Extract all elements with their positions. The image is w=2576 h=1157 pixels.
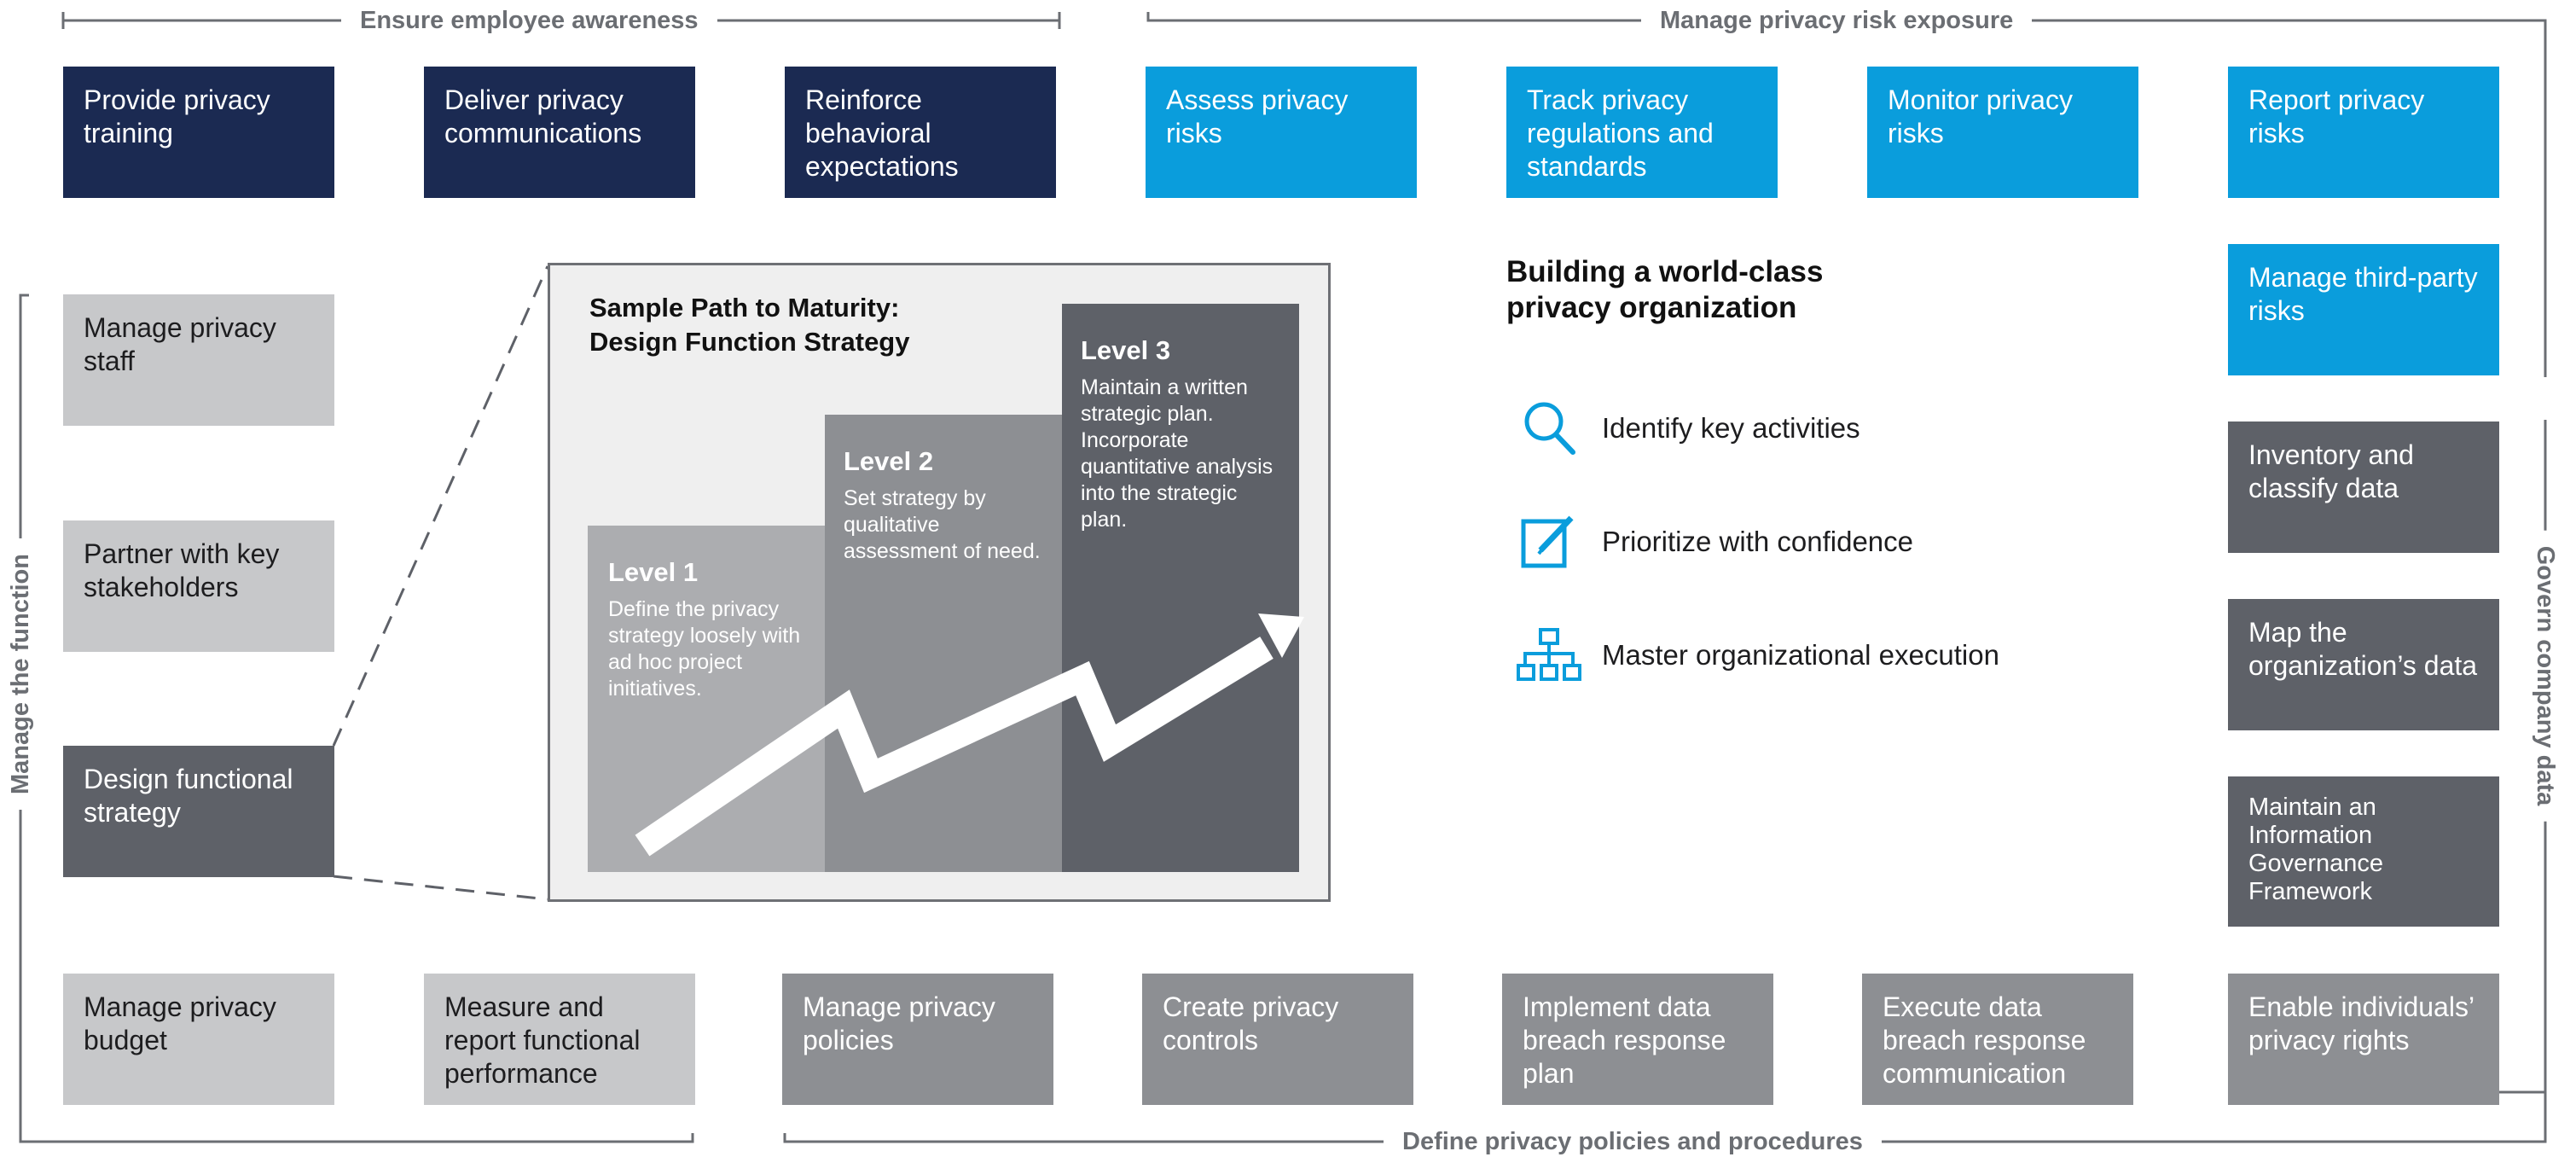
box-execute-breach-communication: Execute data breach response communicati… [1862, 974, 2133, 1105]
box-map-organization-data: Map the organization’s data [2228, 599, 2499, 730]
box-inventory-classify-data: Inventory and classify data [2228, 422, 2499, 553]
box-design-functional-strategy: Design functional strategy [63, 746, 334, 877]
world-class-title: Building a world-class privacy organizat… [1506, 255, 1824, 324]
org-chart-icon [1515, 621, 1583, 689]
box-manage-third-party-risks: Manage third-party risks [2228, 244, 2499, 375]
box-partner-key-stakeholders: Partner with key stakeholders [63, 520, 334, 652]
section-manage-function: Manage the function [5, 538, 36, 810]
box-enable-privacy-rights: Enable individuals’ privacy rights [2228, 974, 2499, 1105]
feature-identify: Identify key activities [1515, 394, 1860, 462]
box-create-privacy-controls: Create privacy controls [1142, 974, 1413, 1105]
level-2-description: Set strategy by qualitative assessment o… [844, 486, 1041, 563]
level-3-label: Level 3 [1081, 335, 1171, 365]
box-measure-report-performance: Measure and report functional performanc… [424, 974, 695, 1105]
magnifier-icon [1515, 394, 1583, 462]
box-report-privacy-risks: Report privacy risks [2228, 67, 2499, 198]
box-assess-privacy-risks: Assess privacy risks [1146, 67, 1417, 198]
level-1-label: Level 1 [608, 557, 699, 587]
growth-arrow-icon [635, 613, 1304, 857]
section-govern-data: Govern company data [2530, 530, 2561, 822]
level-2-step [825, 415, 1062, 872]
feature-prioritize: Prioritize with confidence [1515, 508, 1913, 576]
section-ensure-awareness: Ensure employee awareness [341, 5, 717, 36]
box-deliver-privacy-communications: Deliver privacy communications [424, 67, 695, 198]
section-manage-risk: Manage privacy risk exposure [1641, 5, 2033, 36]
box-provide-privacy-training: Provide privacy training [63, 67, 334, 198]
box-track-privacy-regulations: Track privacy regulations and standards [1506, 67, 1778, 198]
box-monitor-privacy-risks: Monitor privacy risks [1867, 67, 2138, 198]
feature-master: Master organizational execution [1515, 621, 1999, 689]
box-maintain-governance-framework: Maintain an Information Governance Frame… [2228, 776, 2499, 927]
edit-icon [1515, 508, 1583, 576]
level-3-step [1062, 304, 1299, 872]
level-1-description: Define the privacy strategy loosely with… [608, 597, 801, 701]
level-1-text: Level 1 Define the privacy strategy loos… [608, 555, 809, 702]
maturity-panel: Sample Path to Maturity: Design Function… [548, 263, 1331, 902]
feature-master-label: Master organizational execution [1602, 639, 1999, 671]
level-2-text: Level 2 Set strategy by qualitative asse… [844, 445, 1045, 565]
box-implement-breach-response-plan: Implement data breach response plan [1502, 974, 1773, 1105]
feature-prioritize-label: Prioritize with confidence [1602, 526, 1913, 557]
level-3-text: Level 3 Maintain a written strategic pla… [1081, 334, 1282, 533]
section-define-policies: Define privacy policies and procedures [1384, 1126, 1882, 1157]
maturity-title: Sample Path to Maturity: Design Function… [589, 293, 910, 357]
feature-identify-label: Identify key activities [1602, 412, 1860, 444]
box-manage-privacy-budget: Manage privacy budget [63, 974, 334, 1105]
level-2-label: Level 2 [844, 446, 934, 476]
level-3-description: Maintain a written strategic plan. Incor… [1081, 375, 1273, 532]
box-manage-privacy-policies: Manage privacy policies [782, 974, 1053, 1105]
box-manage-privacy-staff: Manage privacy staff [63, 294, 334, 426]
box-reinforce-behavioral-expectations: Reinforce behavioral expectations [785, 67, 1056, 198]
